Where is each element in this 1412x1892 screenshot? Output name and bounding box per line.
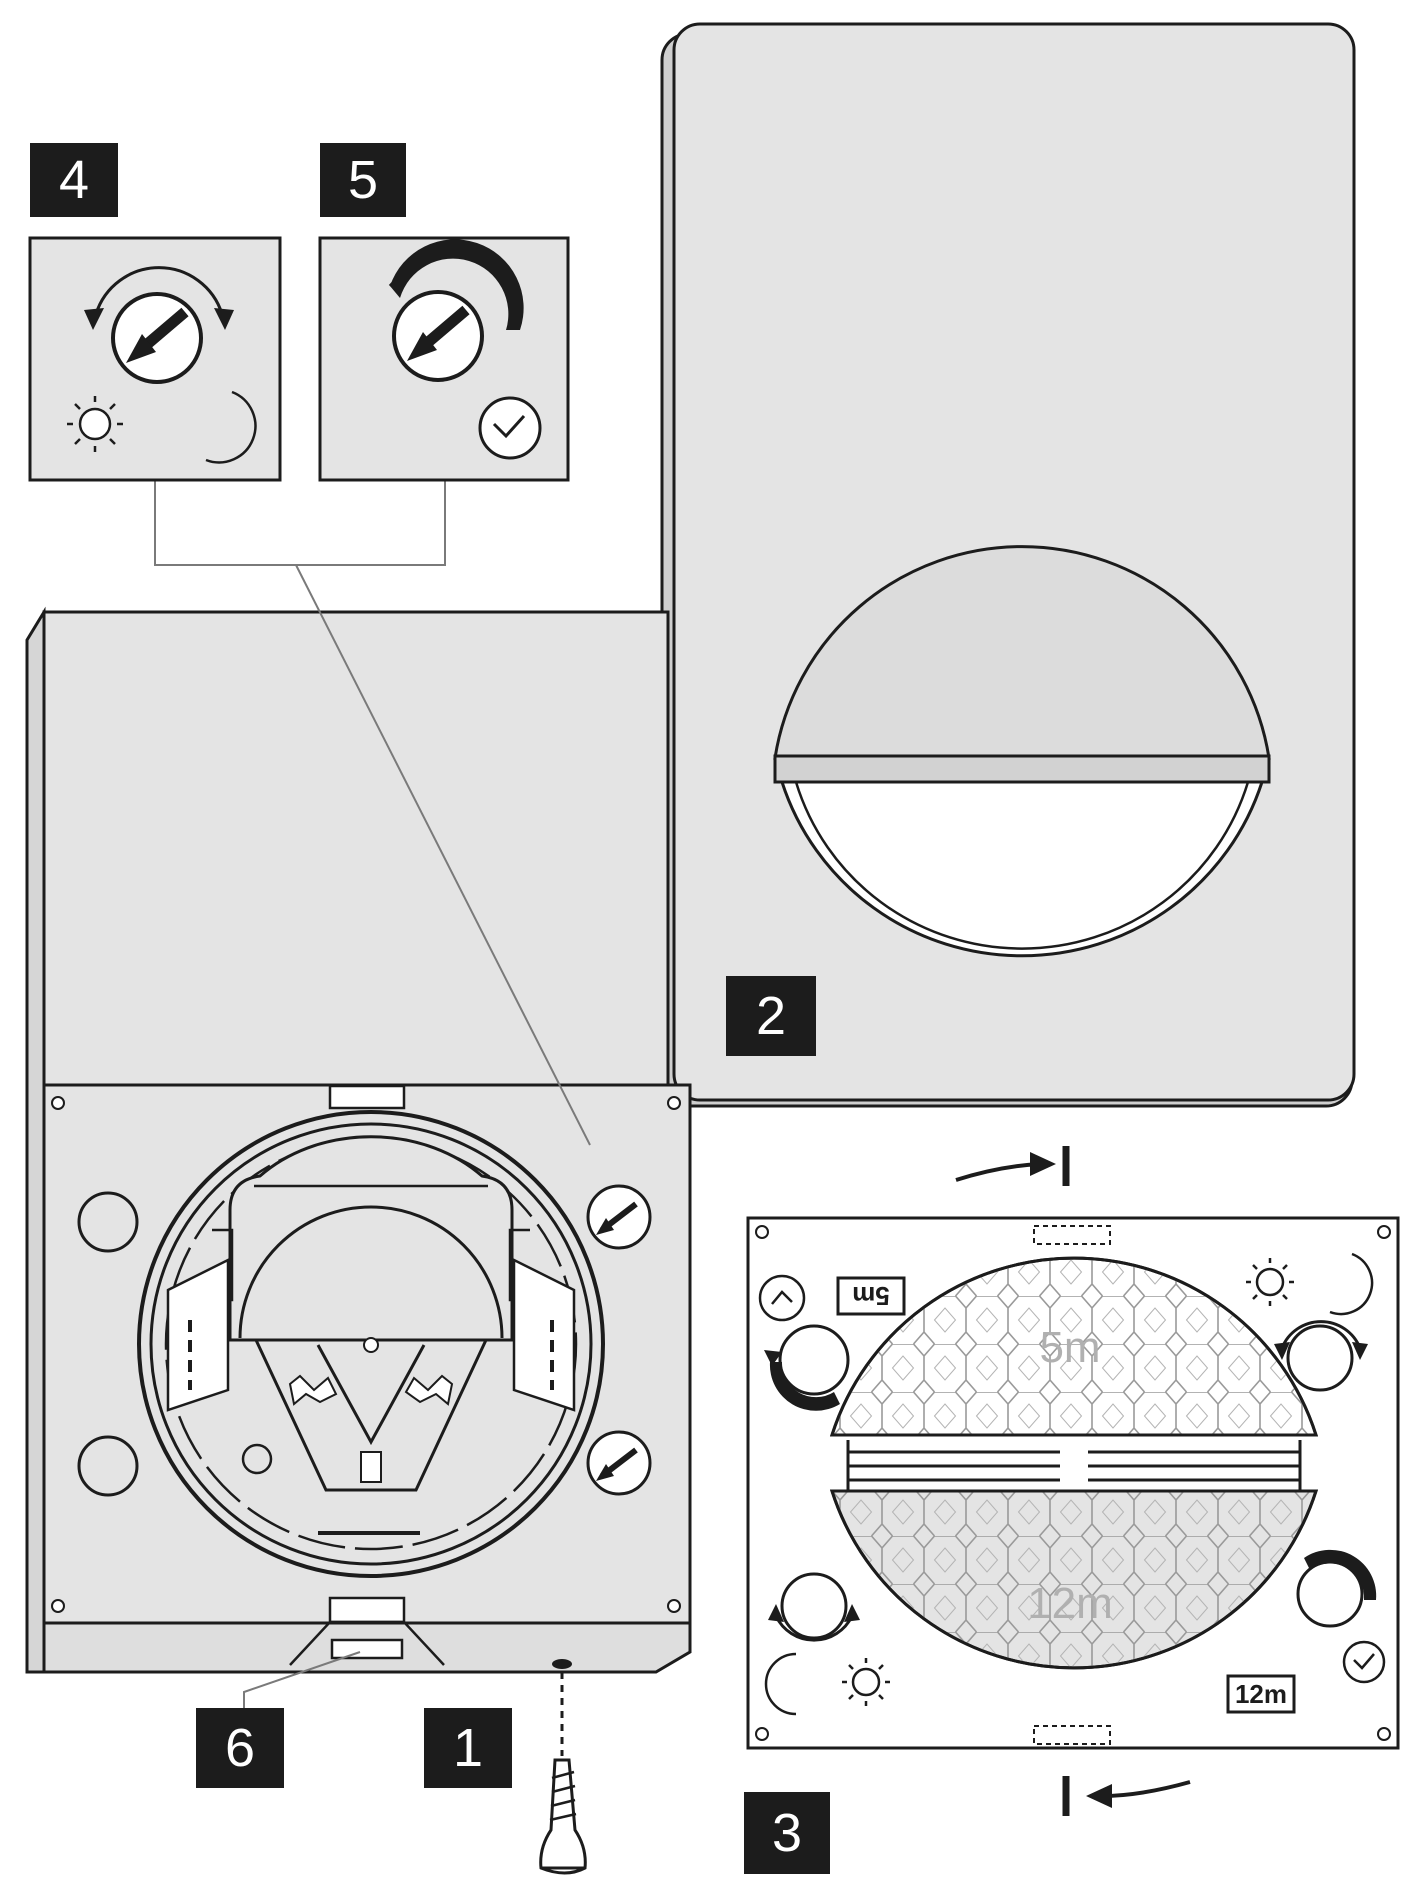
lens-band (773, 754, 1271, 784)
time-dial (586, 1430, 652, 1496)
sun-icon (67, 396, 123, 452)
sensor-detail: 5m 12m 5m 12m (746, 1146, 1400, 1816)
near-range-tag: 5m (852, 1281, 890, 1311)
clock-icon (1342, 1640, 1386, 1684)
sensor-housing (25, 606, 692, 1674)
moon-icon (764, 1652, 797, 1716)
zone-near-label: 5m (1039, 1323, 1100, 1372)
sensor-cover (660, 22, 1356, 1108)
leader-lines (154, 480, 591, 1708)
label-1: 1 (424, 1708, 512, 1788)
label-3: 3 (744, 1792, 830, 1874)
label-6: 6 (196, 1708, 284, 1788)
lux-setting-box (28, 236, 282, 482)
sun-icon (1246, 1258, 1294, 1306)
time-setting-box (318, 236, 570, 482)
clock-icon (758, 1274, 806, 1322)
label-5: 5 (320, 143, 406, 217)
lux-dial (586, 1184, 652, 1250)
time-dial-detail-lower (1296, 1549, 1377, 1628)
label-4: 4 (30, 143, 118, 217)
zone-far-label: 12m (1027, 1579, 1113, 1628)
moon-icon (1329, 1252, 1374, 1316)
lens-bottom (779, 780, 1265, 958)
lux-dial-detail-lower (768, 1572, 860, 1642)
label-2: 2 (726, 976, 816, 1056)
far-range-tag: 12m (1235, 1679, 1287, 1709)
moon-icon (205, 390, 257, 464)
lux-dial-detail (1274, 1320, 1368, 1392)
clock-icon (478, 396, 542, 460)
screw-icon (539, 1672, 587, 1875)
lens-top (773, 545, 1271, 760)
time-dial-detail (764, 1324, 850, 1411)
sun-icon (842, 1658, 890, 1706)
